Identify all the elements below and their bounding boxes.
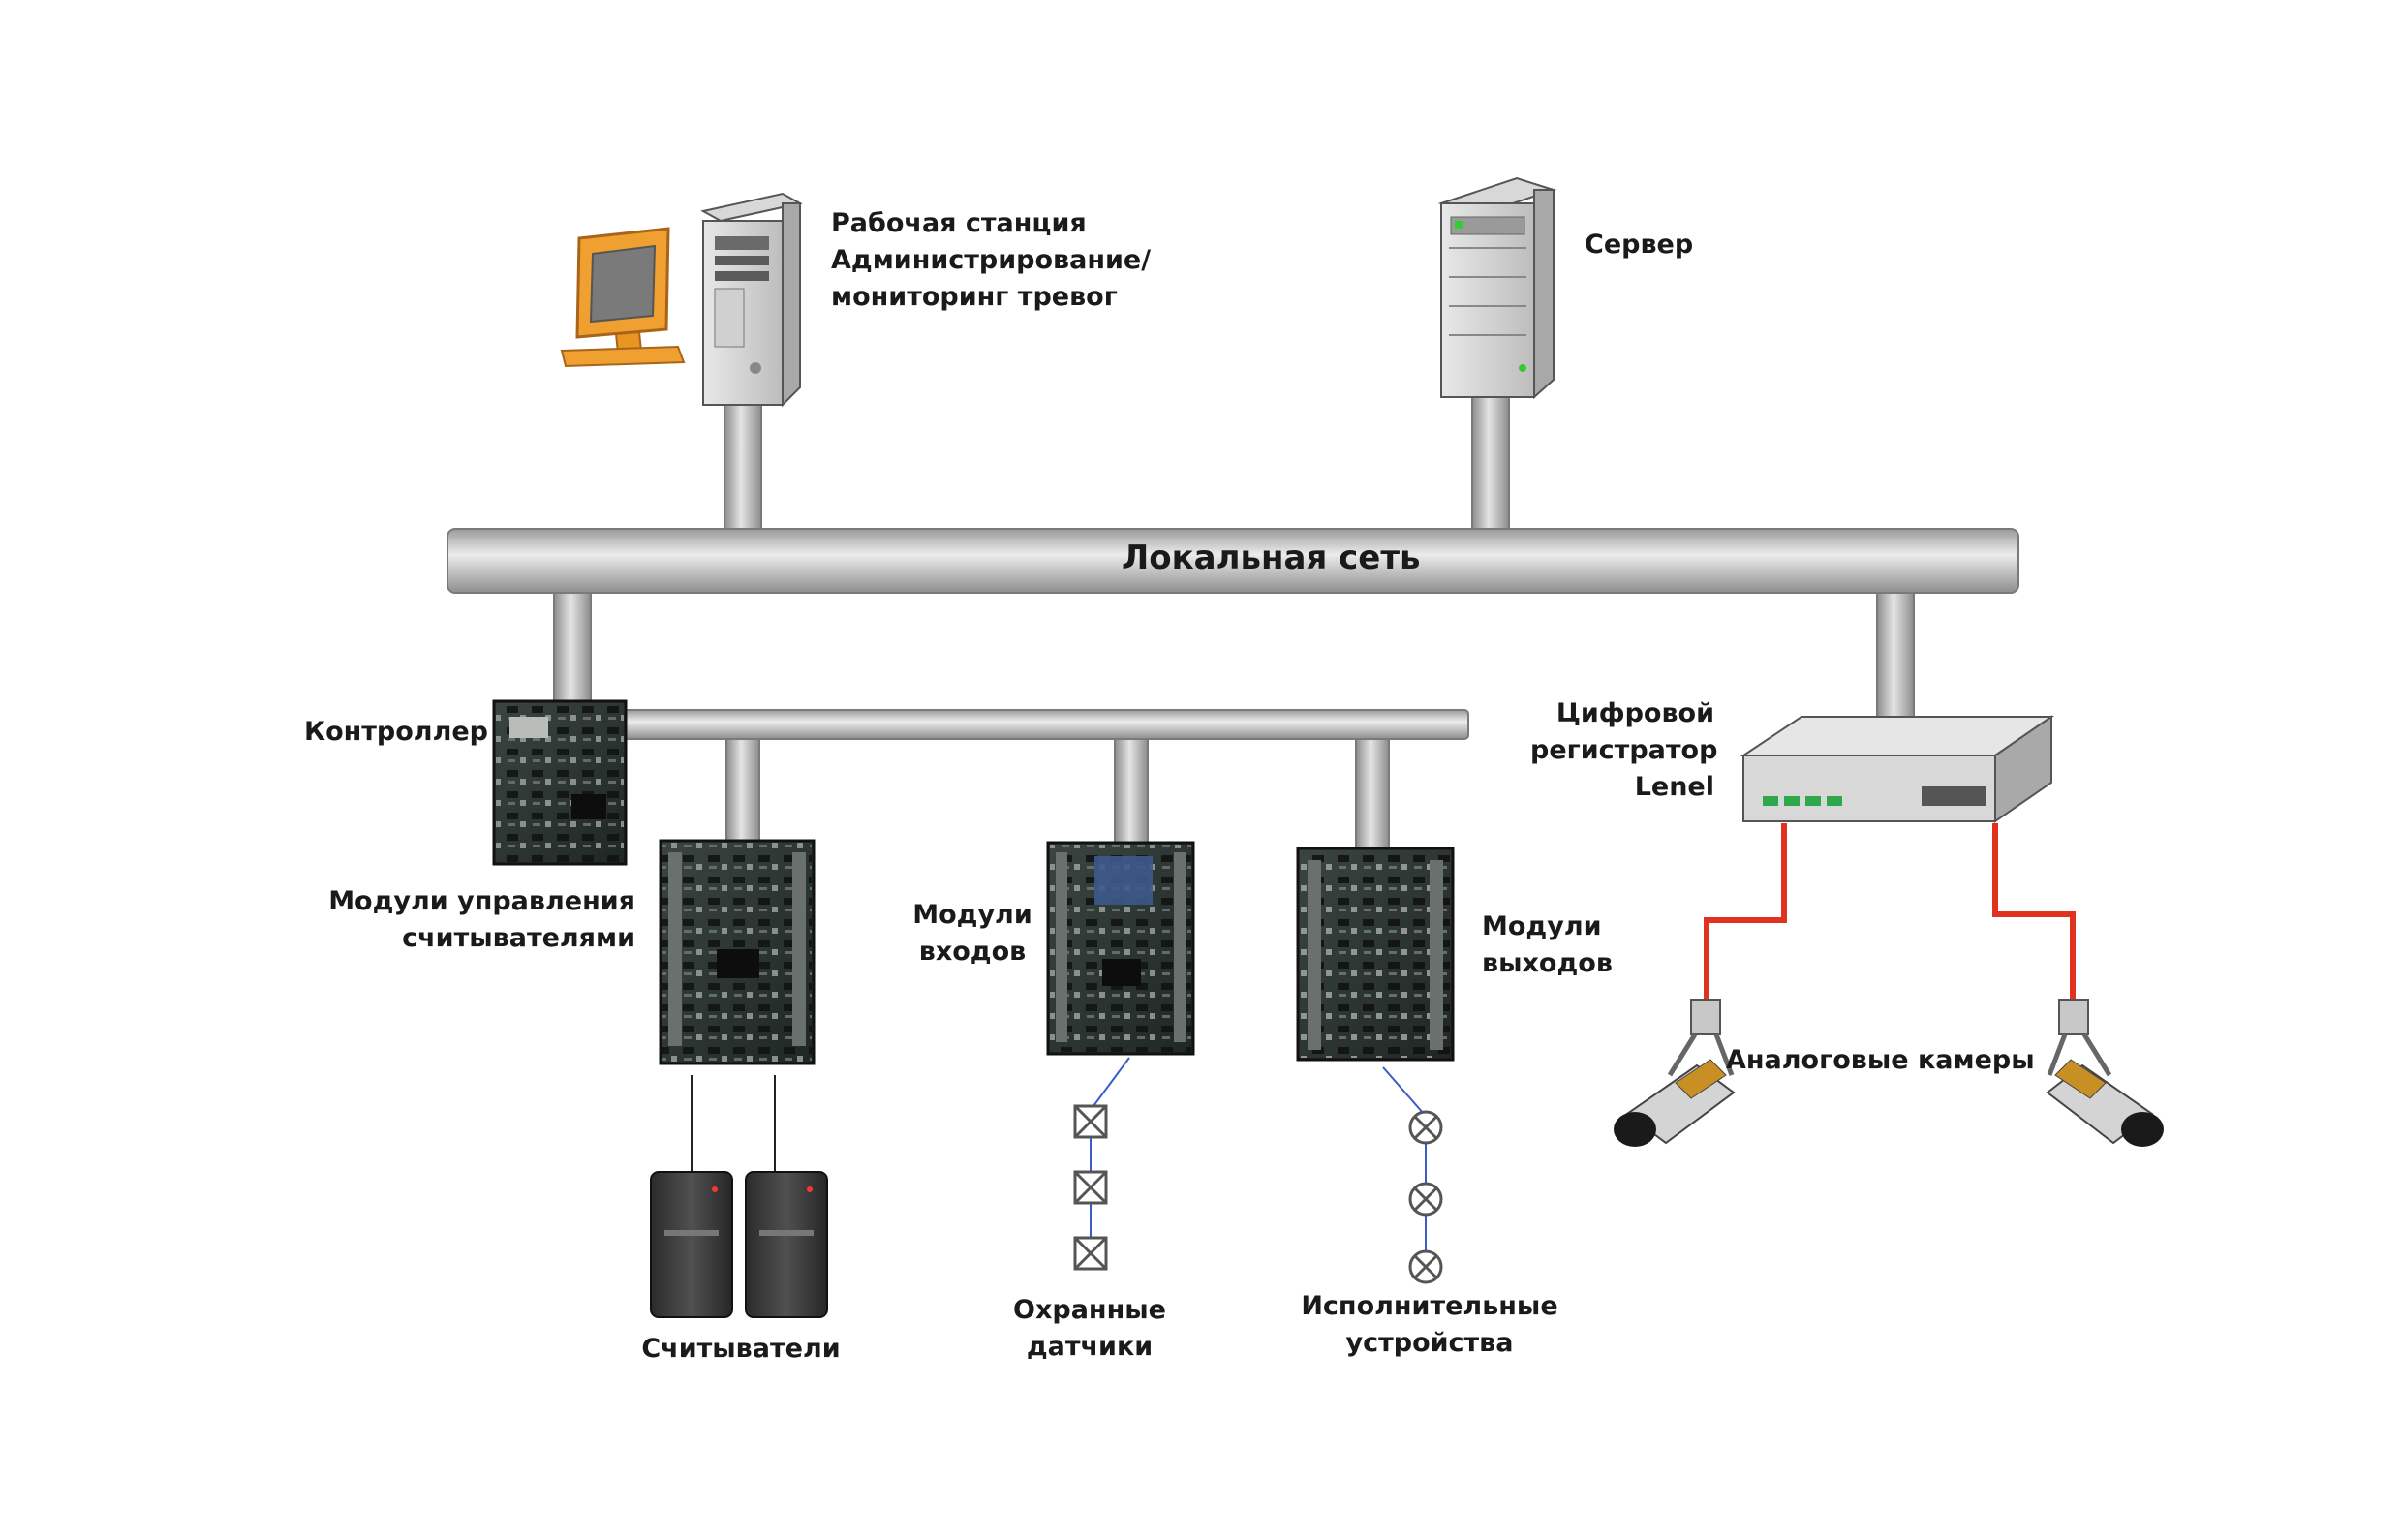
controller-connector — [553, 592, 592, 705]
input-modules-connector — [1114, 738, 1149, 845]
card-reader-icon — [650, 1171, 733, 1318]
reader-modules-label: Модули управления считывателями — [310, 883, 635, 957]
input-modules-label-line: входов — [918, 937, 1027, 967]
output-module-board-icon — [1296, 847, 1455, 1062]
actuator-icon — [1408, 1249, 1443, 1284]
sensors-label: Охранные датчики — [998, 1292, 1182, 1366]
cameras-label-line: Аналоговые камеры — [1726, 1045, 2035, 1075]
actuators-label: Исполнительные устройства — [1284, 1288, 1575, 1362]
camera-icon — [1614, 999, 1736, 1147]
controller-label-line: Контроллер — [304, 717, 488, 747]
dvr-label-line: Lenel — [1634, 772, 1714, 802]
readers-label: Считыватели — [620, 1331, 862, 1368]
actuator-icon — [1408, 1182, 1443, 1217]
sensors-label-line: Охранные — [1013, 1295, 1166, 1325]
output-modules-connector — [1355, 738, 1390, 848]
output-modules-label: Модули выходов — [1482, 909, 1613, 982]
reader-modules-label-line: считывателями — [402, 923, 635, 953]
controller-label: Контроллер — [291, 714, 488, 751]
reader-modules-label-line: Модули управления — [328, 886, 635, 916]
workstation-label: Рабочая станция Администрирование/ монит… — [831, 205, 1151, 316]
output-modules-label-line: Модули — [1482, 911, 1602, 941]
readers-label-line: Считыватели — [641, 1334, 841, 1364]
input-module-board-icon — [1046, 841, 1195, 1056]
input-modules-label: Модули входов — [908, 897, 1036, 970]
workstation-connector — [724, 396, 762, 532]
actuator-icon — [1408, 1110, 1443, 1145]
camera-icon — [2046, 999, 2164, 1147]
controller-board-icon — [492, 699, 628, 866]
workstation-label-line: мониторинг тревог — [831, 282, 1118, 312]
workstation-label-line: Администрирование/ — [831, 245, 1152, 275]
card-reader-icon — [745, 1171, 828, 1318]
sensors-label-line: датчики — [1026, 1332, 1154, 1362]
dvr-label-line: регистратор — [1530, 735, 1718, 765]
monitor-icon — [560, 227, 686, 368]
card-readers — [650, 1075, 828, 1318]
dvr-connector — [1876, 592, 1915, 718]
actuators — [1382, 1066, 1443, 1284]
camera-cables — [1704, 823, 2076, 1003]
server-icon — [1437, 176, 1557, 400]
cameras-label: Аналоговые камеры — [1726, 1042, 2035, 1079]
dvr-label: Цифровой регистратор Lenel — [1530, 695, 1718, 806]
workstation-label-line: Рабочая станция — [831, 208, 1087, 238]
lan-label-text: Локальная сеть — [1122, 539, 1421, 577]
controller-bus — [619, 709, 1469, 848]
server-label: Сервер — [1585, 227, 1693, 263]
dvr-label-line: Цифровой — [1555, 698, 1714, 728]
sensor-icon — [1073, 1104, 1108, 1139]
security-sensors — [1073, 1057, 1130, 1271]
input-modules-label-line: Модули — [912, 900, 1032, 930]
reader-modules-connector — [725, 738, 760, 845]
workstation-tower-icon — [700, 192, 803, 408]
lan-label: Локальная сеть — [1122, 539, 1421, 576]
lan-bus — [447, 528, 2019, 594]
server-label-line: Сервер — [1585, 230, 1694, 260]
dvr-icon — [1740, 715, 2055, 823]
actuators-label-line: устройства — [1345, 1328, 1514, 1358]
sensor-icon — [1073, 1236, 1108, 1271]
sensor-icon — [1073, 1170, 1108, 1205]
output-modules-label-line: выходов — [1482, 948, 1613, 978]
server-connector — [1471, 391, 1510, 532]
reader-module-board-icon — [659, 839, 816, 1065]
actuators-label-line: Исполнительные — [1301, 1291, 1558, 1321]
